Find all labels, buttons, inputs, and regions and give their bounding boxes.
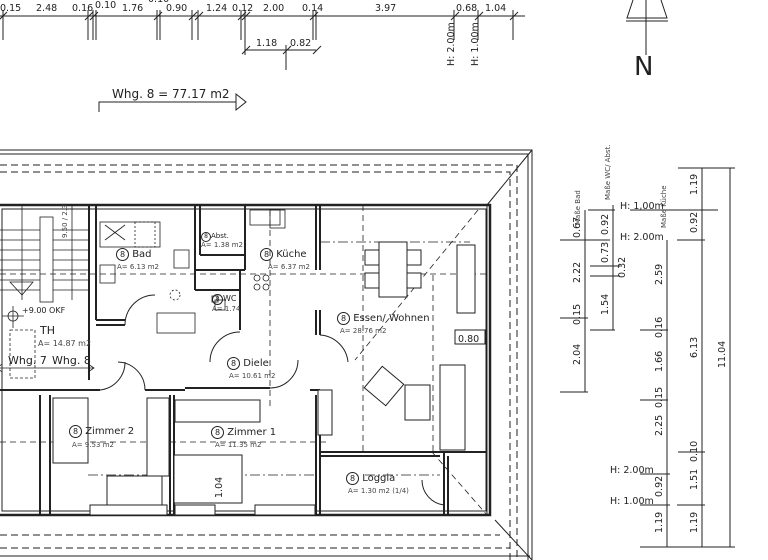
svg-text:H: 1.00m: H: 1.00m <box>470 22 481 66</box>
svg-text:6.13: 6.13 <box>689 337 700 358</box>
room-zimmer2-name: 8 Zimmer 2 <box>69 425 134 438</box>
svg-text:0.10: 0.10 <box>95 0 116 11</box>
svg-text:9.50 / 2.3: 9.50 / 2.3 <box>61 204 69 238</box>
room-diele-name: 8 Diele <box>227 357 269 370</box>
svg-text:H: 2.00m: H: 2.00m <box>620 232 664 243</box>
svg-text:Maße Küche: Maße Küche <box>660 185 668 228</box>
svg-text:0.67: 0.67 <box>572 217 583 238</box>
living-furniture <box>317 244 486 451</box>
room-th-area: A= 14.87 m2 <box>38 339 92 348</box>
svg-text:0.73: 0.73 <box>600 242 611 263</box>
svg-text:0.32: 0.32 <box>617 257 628 278</box>
unit-8-label: Whg. 8 <box>52 354 91 367</box>
svg-text:0.15: 0.15 <box>0 3 21 14</box>
svg-text:1.19: 1.19 <box>689 174 700 195</box>
room-kueche-name: 8 Küche <box>260 248 307 261</box>
svg-text:3.97: 3.97 <box>375 3 396 14</box>
room-zimmer2-area: A= 9.53 m2 <box>72 441 114 449</box>
unit-area-arrow <box>98 92 247 112</box>
room-loggia-area: A= 1.30 m2 (1/4) <box>348 487 409 495</box>
north-arrow-icon <box>626 0 668 55</box>
top-dimension-labels: 0.15 2.48 0.16 0.10 1.76 0.10 0.90 1.24 … <box>0 0 506 66</box>
dining-table <box>364 241 422 298</box>
right-dimension-labels: Maße Bad Maße WC/ Abst. Maße Küche H: 1,… <box>61 144 728 533</box>
svg-text:0.16: 0.16 <box>654 317 665 338</box>
svg-text:H: 2.00m: H: 2.00m <box>610 465 654 476</box>
svg-text:2.22: 2.22 <box>572 262 583 283</box>
room-essen-wohnen-name: 8 Essen/ Wohnen <box>337 312 430 325</box>
unit-area-label: Whg. 8 = 77.17 m2 <box>112 87 230 101</box>
svg-text:0.15: 0.15 <box>572 304 583 325</box>
right-dimension-chains <box>560 167 735 548</box>
room-bad-name: 8 Bad <box>116 248 152 261</box>
svg-text:2.25: 2.25 <box>654 415 665 436</box>
room-essen-wohnen-area: A= 28.76 m2 <box>340 327 387 335</box>
room-kueche-area: A= 6.37 m2 <box>268 263 310 271</box>
svg-text:2.04: 2.04 <box>572 344 583 365</box>
top-dimension-chain <box>0 10 525 70</box>
svg-text:H: 2.00m: H: 2.00m <box>446 22 457 66</box>
svg-text:0.90: 0.90 <box>166 3 187 14</box>
room-zimmer1-name: 8 Zimmer 1 <box>211 426 276 439</box>
svg-text:0.82: 0.82 <box>290 38 311 49</box>
door-swings <box>99 294 445 506</box>
room-loggia-name: 8 Loggia <box>346 472 395 485</box>
svg-text:1.76: 1.76 <box>122 3 143 14</box>
svg-text:0.16: 0.16 <box>72 3 93 14</box>
svg-text:0.12: 0.12 <box>232 3 253 14</box>
svg-text:0.14: 0.14 <box>302 3 323 14</box>
svg-text:1.18: 1.18 <box>256 38 277 49</box>
room-th-name: TH <box>40 324 55 337</box>
svg-text:0.10: 0.10 <box>148 0 169 5</box>
room-abst-area: A= 1.38 m2 <box>201 241 243 249</box>
interior-walls <box>0 205 487 515</box>
bedroom-furniture <box>52 397 316 516</box>
sanitary-fixtures <box>99 209 286 334</box>
svg-text:Maße WC/ Abst.: Maße WC/ Abst. <box>604 144 612 200</box>
svg-text:1.04: 1.04 <box>214 477 225 498</box>
svg-text:2.48: 2.48 <box>36 3 57 14</box>
svg-text:1.04: 1.04 <box>485 3 506 14</box>
svg-text:2.59: 2.59 <box>654 264 665 285</box>
room-diele-area: A= 10.61 m2 <box>229 372 276 380</box>
svg-text:1.19: 1.19 <box>689 512 700 533</box>
svg-text:0.92: 0.92 <box>654 476 665 497</box>
svg-text:1.54: 1.54 <box>600 294 611 315</box>
svg-text:1.51: 1.51 <box>689 469 700 490</box>
svg-text:1.66: 1.66 <box>654 351 665 372</box>
svg-text:0.92: 0.92 <box>689 212 700 233</box>
svg-text:2.00: 2.00 <box>263 3 284 14</box>
svg-text:0.68: 0.68 <box>456 3 477 14</box>
svg-text:H: 1,00m: H: 1,00m <box>620 201 664 212</box>
room-bad-area: A= 6.13 m2 <box>117 263 159 271</box>
north-label: N <box>634 52 653 82</box>
svg-text:0.80: 0.80 <box>458 334 479 345</box>
svg-text:0.15: 0.15 <box>654 387 665 408</box>
svg-text:1.24: 1.24 <box>206 3 227 14</box>
svg-text:0.92: 0.92 <box>600 214 611 235</box>
building-outline <box>0 149 533 560</box>
svg-text:1.19: 1.19 <box>654 512 665 533</box>
staircase <box>0 205 95 379</box>
svg-text:0.10: 0.10 <box>689 441 700 462</box>
svg-text:H: 1.00m: H: 1.00m <box>610 496 654 507</box>
stair-level-label: +9.00 OKF <box>22 306 66 315</box>
room-wc-area: A= 1.74 <box>212 305 241 313</box>
room-zimmer1-area: A= 11.35 m2 <box>215 441 262 449</box>
unit-7-label: Whg. 7 <box>8 354 47 367</box>
svg-text:11.04: 11.04 <box>717 341 728 368</box>
svg-text:Maße Bad: Maße Bad <box>574 190 582 225</box>
